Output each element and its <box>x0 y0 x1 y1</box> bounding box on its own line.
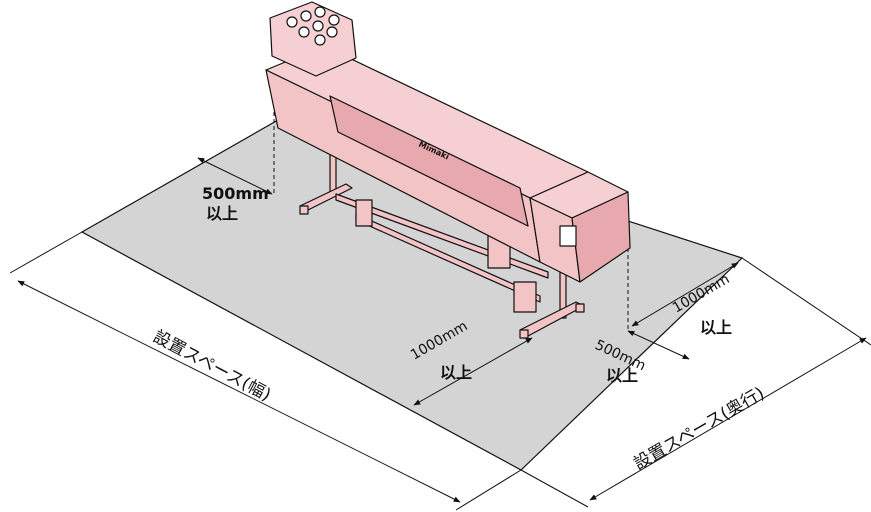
width-dimension-arrow <box>17 280 461 503</box>
depth-space-label: 設置スペース(奥行) <box>631 383 769 474</box>
right-side-clearance-suffix: 以上 <box>700 318 732 337</box>
depth-dimension-arrow <box>589 337 867 501</box>
right-side-clearance-arrow <box>631 262 739 327</box>
left-clearance-arrow <box>197 157 273 195</box>
front-clearance-suffix: 以上 <box>440 363 472 382</box>
right-front-clearance-arrow <box>627 330 690 360</box>
left-clearance-suffix: 以上 <box>206 204 238 223</box>
right-front-clearance-suffix: 以上 <box>606 366 638 385</box>
printer-right-housing-side <box>571 191 631 283</box>
ink-cartridge-caps <box>286 6 340 46</box>
front-clearance-arrow <box>413 337 533 406</box>
printer-illustration: Mimaki <box>265 1 631 339</box>
media-rollers <box>335 193 549 313</box>
left-clearance-value: 500mm <box>202 184 269 203</box>
extension-lines <box>9 231 871 511</box>
width-space-label: 設置スペース(幅) <box>150 327 274 406</box>
printer-front-window <box>329 95 529 227</box>
printer-drop-lines <box>273 112 629 330</box>
printer-control-panel <box>559 225 577 247</box>
